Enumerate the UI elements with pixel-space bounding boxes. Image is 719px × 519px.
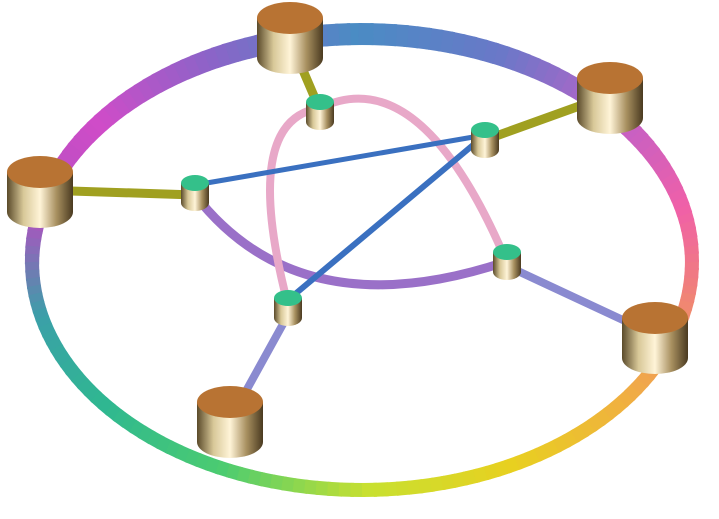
cylinder-top bbox=[197, 386, 263, 418]
cylinder-top bbox=[181, 175, 209, 191]
inner-node bbox=[306, 94, 334, 130]
cylinder-top bbox=[306, 94, 334, 110]
curved-link bbox=[316, 94, 509, 262]
inner-node bbox=[181, 175, 209, 211]
cylinder-top bbox=[7, 156, 73, 188]
inner-node bbox=[493, 244, 521, 280]
inner-node bbox=[471, 122, 499, 158]
outer-node bbox=[257, 2, 323, 74]
cylinder-top bbox=[471, 122, 499, 138]
outer-node bbox=[197, 386, 263, 458]
inner-node bbox=[274, 290, 302, 326]
cylinder-body bbox=[622, 318, 688, 374]
cylinder-body bbox=[7, 172, 73, 228]
cylinder-body bbox=[274, 298, 302, 326]
curved-link bbox=[190, 190, 510, 290]
cylinder-body bbox=[257, 18, 323, 74]
cylinder-body bbox=[197, 402, 263, 458]
straight-link bbox=[285, 132, 488, 303]
cylinder-body bbox=[577, 78, 643, 134]
nodes bbox=[7, 2, 688, 458]
cylinder-body bbox=[306, 102, 334, 130]
cylinder-body bbox=[471, 130, 499, 158]
outer-node bbox=[7, 156, 73, 228]
cylinder-body bbox=[493, 252, 521, 280]
outer-node bbox=[622, 302, 688, 374]
cylinder-top bbox=[622, 302, 688, 334]
straight-link bbox=[192, 132, 488, 188]
cylinder-top bbox=[493, 244, 521, 260]
cylinder-top bbox=[257, 2, 323, 34]
cylinder-top bbox=[577, 62, 643, 94]
cylinder-body bbox=[181, 183, 209, 211]
outer-node bbox=[577, 62, 643, 134]
curved-link bbox=[266, 104, 324, 309]
cylinder-top bbox=[274, 290, 302, 306]
